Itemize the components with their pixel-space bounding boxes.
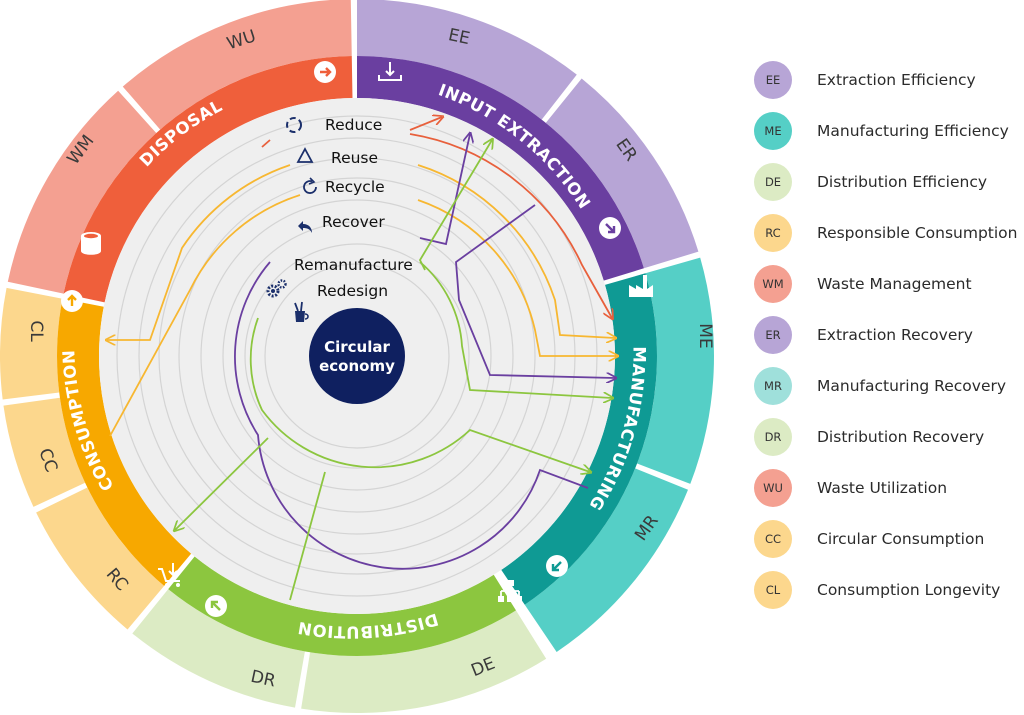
legend-item-dr: DR Distribution Recovery	[754, 411, 1022, 462]
inner-ring	[244, 243, 470, 469]
legend-label: Waste Management	[817, 274, 972, 293]
center-label-line1: Circular	[324, 338, 390, 356]
recycle-arrow-2	[417, 199, 617, 356]
outer-band-me	[637, 257, 714, 484]
circular-arrows-icon	[286, 117, 302, 133]
legend-item-de: DE Distribution Efficiency	[754, 156, 1022, 207]
legend-label: Distribution Recovery	[817, 427, 985, 446]
legend-item-cl: CL Consumption Longevity	[754, 564, 1022, 615]
legend-badge: RC	[754, 213, 792, 252]
reduce-arrow-3	[409, 133, 612, 318]
outer-band-cc	[3, 397, 86, 507]
reduce-arrow-2	[409, 117, 442, 131]
recycle-arrow-1	[109, 194, 301, 437]
strategy-reuse: Reuse	[331, 149, 378, 167]
strategy-redesign: Redesign	[317, 282, 388, 300]
legend-badge: WU	[754, 468, 792, 507]
stage-band-consumption	[56, 298, 192, 586]
circular-economy-diagram: Circular economy Reduce Reuse Recycle Re…	[0, 0, 715, 714]
arrow-circle-icon-distribution	[205, 595, 227, 617]
legend-item-mr: MR Manufacturing Recovery	[754, 360, 1022, 411]
legend-label: Extraction Efficiency	[817, 70, 976, 89]
arrow-circle-icon-manufacturing	[546, 555, 568, 577]
legend-badge: EE	[754, 60, 792, 99]
outer-band-mr	[524, 468, 689, 652]
legend-badge: WM	[754, 264, 792, 303]
factory-icon	[629, 275, 653, 297]
undo-arrow-icon	[298, 221, 312, 233]
legend-badge: MR	[754, 366, 792, 405]
remanufacture-arrow-2	[419, 261, 612, 398]
legend-label: Responsible Consumption	[817, 223, 1018, 242]
legend-badge: CL	[754, 570, 792, 609]
outer-label-cl: CL	[26, 320, 46, 342]
legend-badge: ER	[754, 315, 792, 354]
hierarchy-icon	[498, 580, 522, 602]
outer-band-wu	[122, 0, 352, 130]
strategy-recover: Recover	[322, 213, 385, 231]
legend-item-wm: WM Waste Management	[754, 258, 1022, 309]
recover-arrow-1	[419, 134, 470, 246]
legend-badge: ME	[754, 111, 792, 150]
stage-band-distribution	[168, 556, 516, 657]
legend-item-wu: WU Waste Utilization	[754, 462, 1022, 513]
outer-band-wm	[7, 90, 157, 294]
legend-item-me: ME Manufacturing Efficiency	[754, 105, 1022, 156]
tray-arrow-icon	[378, 62, 402, 81]
legend-label: Extraction Recovery	[817, 325, 973, 344]
outer-label-ee: EE	[446, 25, 471, 49]
bin-icon	[81, 232, 101, 255]
remanufacture-arrow-5	[289, 471, 326, 601]
inner-ring	[264, 263, 450, 449]
legend-label: Consumption Longevity	[817, 580, 1001, 599]
strategy-remanufacture: Remanufacture	[294, 256, 413, 274]
recover-arrow-3	[234, 261, 589, 570]
gears-icon	[266, 279, 287, 298]
arrow-circle-icon-disposal	[314, 61, 336, 83]
legend-label: Distribution Efficiency	[817, 172, 988, 191]
recover-arrow-2	[455, 204, 615, 378]
outer-band-cl	[0, 287, 63, 400]
strategy-reduce: Reduce	[325, 116, 382, 134]
outer-band-rc	[36, 487, 165, 630]
legend-item-er: ER Extraction Recovery	[754, 309, 1022, 360]
legend-label: Waste Utilization	[817, 478, 948, 497]
center-circle	[309, 308, 405, 404]
outer-band-de	[301, 610, 547, 714]
legend-label: Circular Consumption	[817, 529, 985, 548]
legend-badge: DE	[754, 162, 792, 201]
remanufacture-arrow-1	[418, 140, 492, 271]
reuse-arrow-1	[107, 164, 291, 340]
outer-band-ee	[357, 0, 577, 120]
pencil-cup-icon	[294, 301, 309, 322]
cart-icon	[158, 563, 180, 587]
outer-band-dr	[132, 589, 305, 708]
legend-label: Manufacturing Recovery	[817, 376, 1007, 395]
refresh-icon	[303, 177, 317, 194]
legend-badge: CC	[754, 519, 792, 558]
outer-band-er	[545, 78, 699, 269]
arrow-circle-icon-consumption	[61, 290, 83, 312]
reuse-arrow-2	[417, 164, 615, 338]
inner-ring	[222, 221, 492, 491]
inner-ring	[178, 177, 536, 535]
legend-item-rc: RC Responsible Consumption	[754, 207, 1022, 258]
legend-item-cc: CC Circular Consumption	[754, 513, 1022, 564]
legend-item-ee: EE Extraction Efficiency	[754, 54, 1022, 105]
legend-badge: DR	[754, 417, 792, 456]
reduce-arrow-1	[261, 139, 271, 148]
recycle-icon	[296, 147, 314, 163]
strategy-recycle: Recycle	[325, 178, 385, 196]
outer-label-me: ME	[695, 323, 715, 348]
stage-band-input-extraction	[357, 56, 644, 281]
center-label-line2: economy	[319, 357, 395, 375]
arrow-circle-icon-input	[599, 217, 621, 239]
legend-label: Manufacturing Efficiency	[817, 121, 1009, 140]
inner-ring	[200, 199, 514, 513]
remanufacture-arrow-3	[249, 317, 590, 472]
remanufacture-arrow-4	[175, 437, 269, 530]
